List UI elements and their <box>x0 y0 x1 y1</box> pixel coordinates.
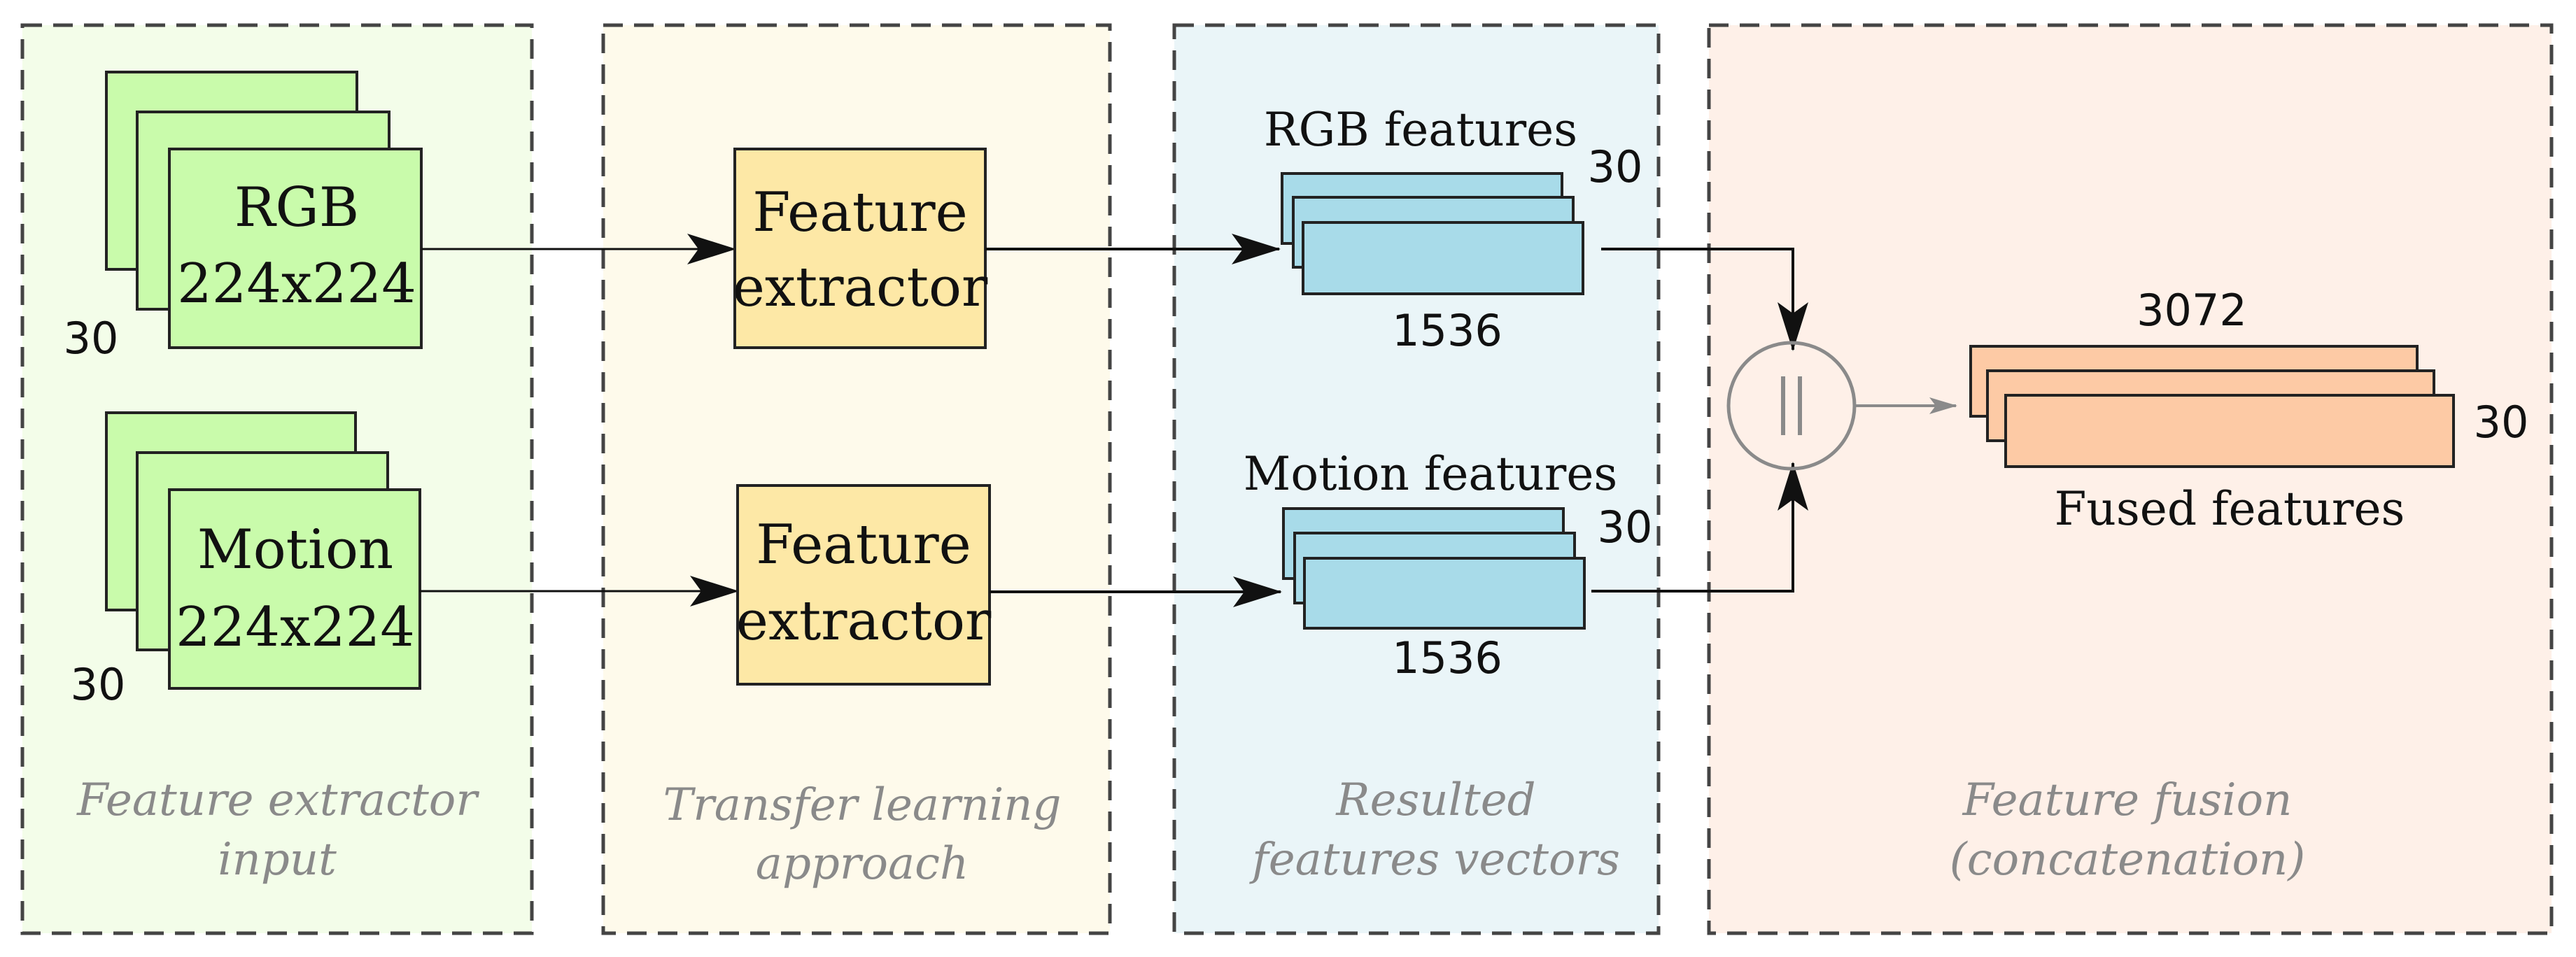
rgb-features-dim: 1536 <box>1392 305 1502 356</box>
extractor-top-line2: extractor <box>733 256 988 319</box>
panel-caption-vectors-2: features vectors <box>1249 834 1620 886</box>
rgb-features-title: RGB features <box>1264 103 1577 157</box>
fused-features-count: 30 <box>2474 397 2529 448</box>
panel-caption-input-2: input <box>218 834 337 886</box>
panel-caption-vectors-1: Resulted <box>1335 774 1535 826</box>
panel-caption-transfer-1: Transfer learning <box>663 779 1062 831</box>
panel-caption-fusion-2: (concatenation) <box>1950 834 2305 886</box>
rgb-input-size: 224x224 <box>177 253 416 316</box>
feature-extractor-top: Feature extractor <box>733 148 988 349</box>
arrow-motion-features-to-concat <box>1591 462 1808 593</box>
motion-features-dim: 1536 <box>1392 632 1502 683</box>
motion-input-label: Motion <box>197 518 393 581</box>
extractor-bottom-line2: extractor <box>736 590 992 653</box>
rgb-features-count: 30 <box>1588 141 1643 192</box>
rgb-features-stack <box>1281 172 1584 295</box>
motion-input-stack: Motion 224x224 <box>105 411 421 690</box>
panel-caption-input-1: Feature extractor <box>76 774 479 826</box>
panel-caption-transfer-2: approach <box>756 838 969 890</box>
rgb-input-label: RGB <box>234 176 359 239</box>
fused-features-stack <box>1969 345 2455 468</box>
arrow-rgb-features-to-concat <box>1601 248 1808 351</box>
extractor-top-line1: Feature <box>752 181 968 244</box>
extractor-bottom-line1: Feature <box>756 513 971 576</box>
panel-caption-fusion-1: Feature fusion <box>1962 774 2293 826</box>
feature-extractor-bottom: Feature extractor <box>736 484 992 686</box>
motion-features-title: Motion features <box>1244 447 1618 501</box>
rgb-input-count: 30 <box>64 313 119 364</box>
fused-features-dim: 3072 <box>2137 285 2247 336</box>
motion-features-stack <box>1282 507 1586 630</box>
motion-input-count: 30 <box>71 659 126 710</box>
panel-fusion <box>1707 23 2554 935</box>
motion-features-count: 30 <box>1598 502 1653 553</box>
rgb-input-stack: RGB 224x224 <box>105 71 423 349</box>
fused-features-title: Fused features <box>2055 482 2405 536</box>
motion-input-size: 224x224 <box>176 596 415 659</box>
